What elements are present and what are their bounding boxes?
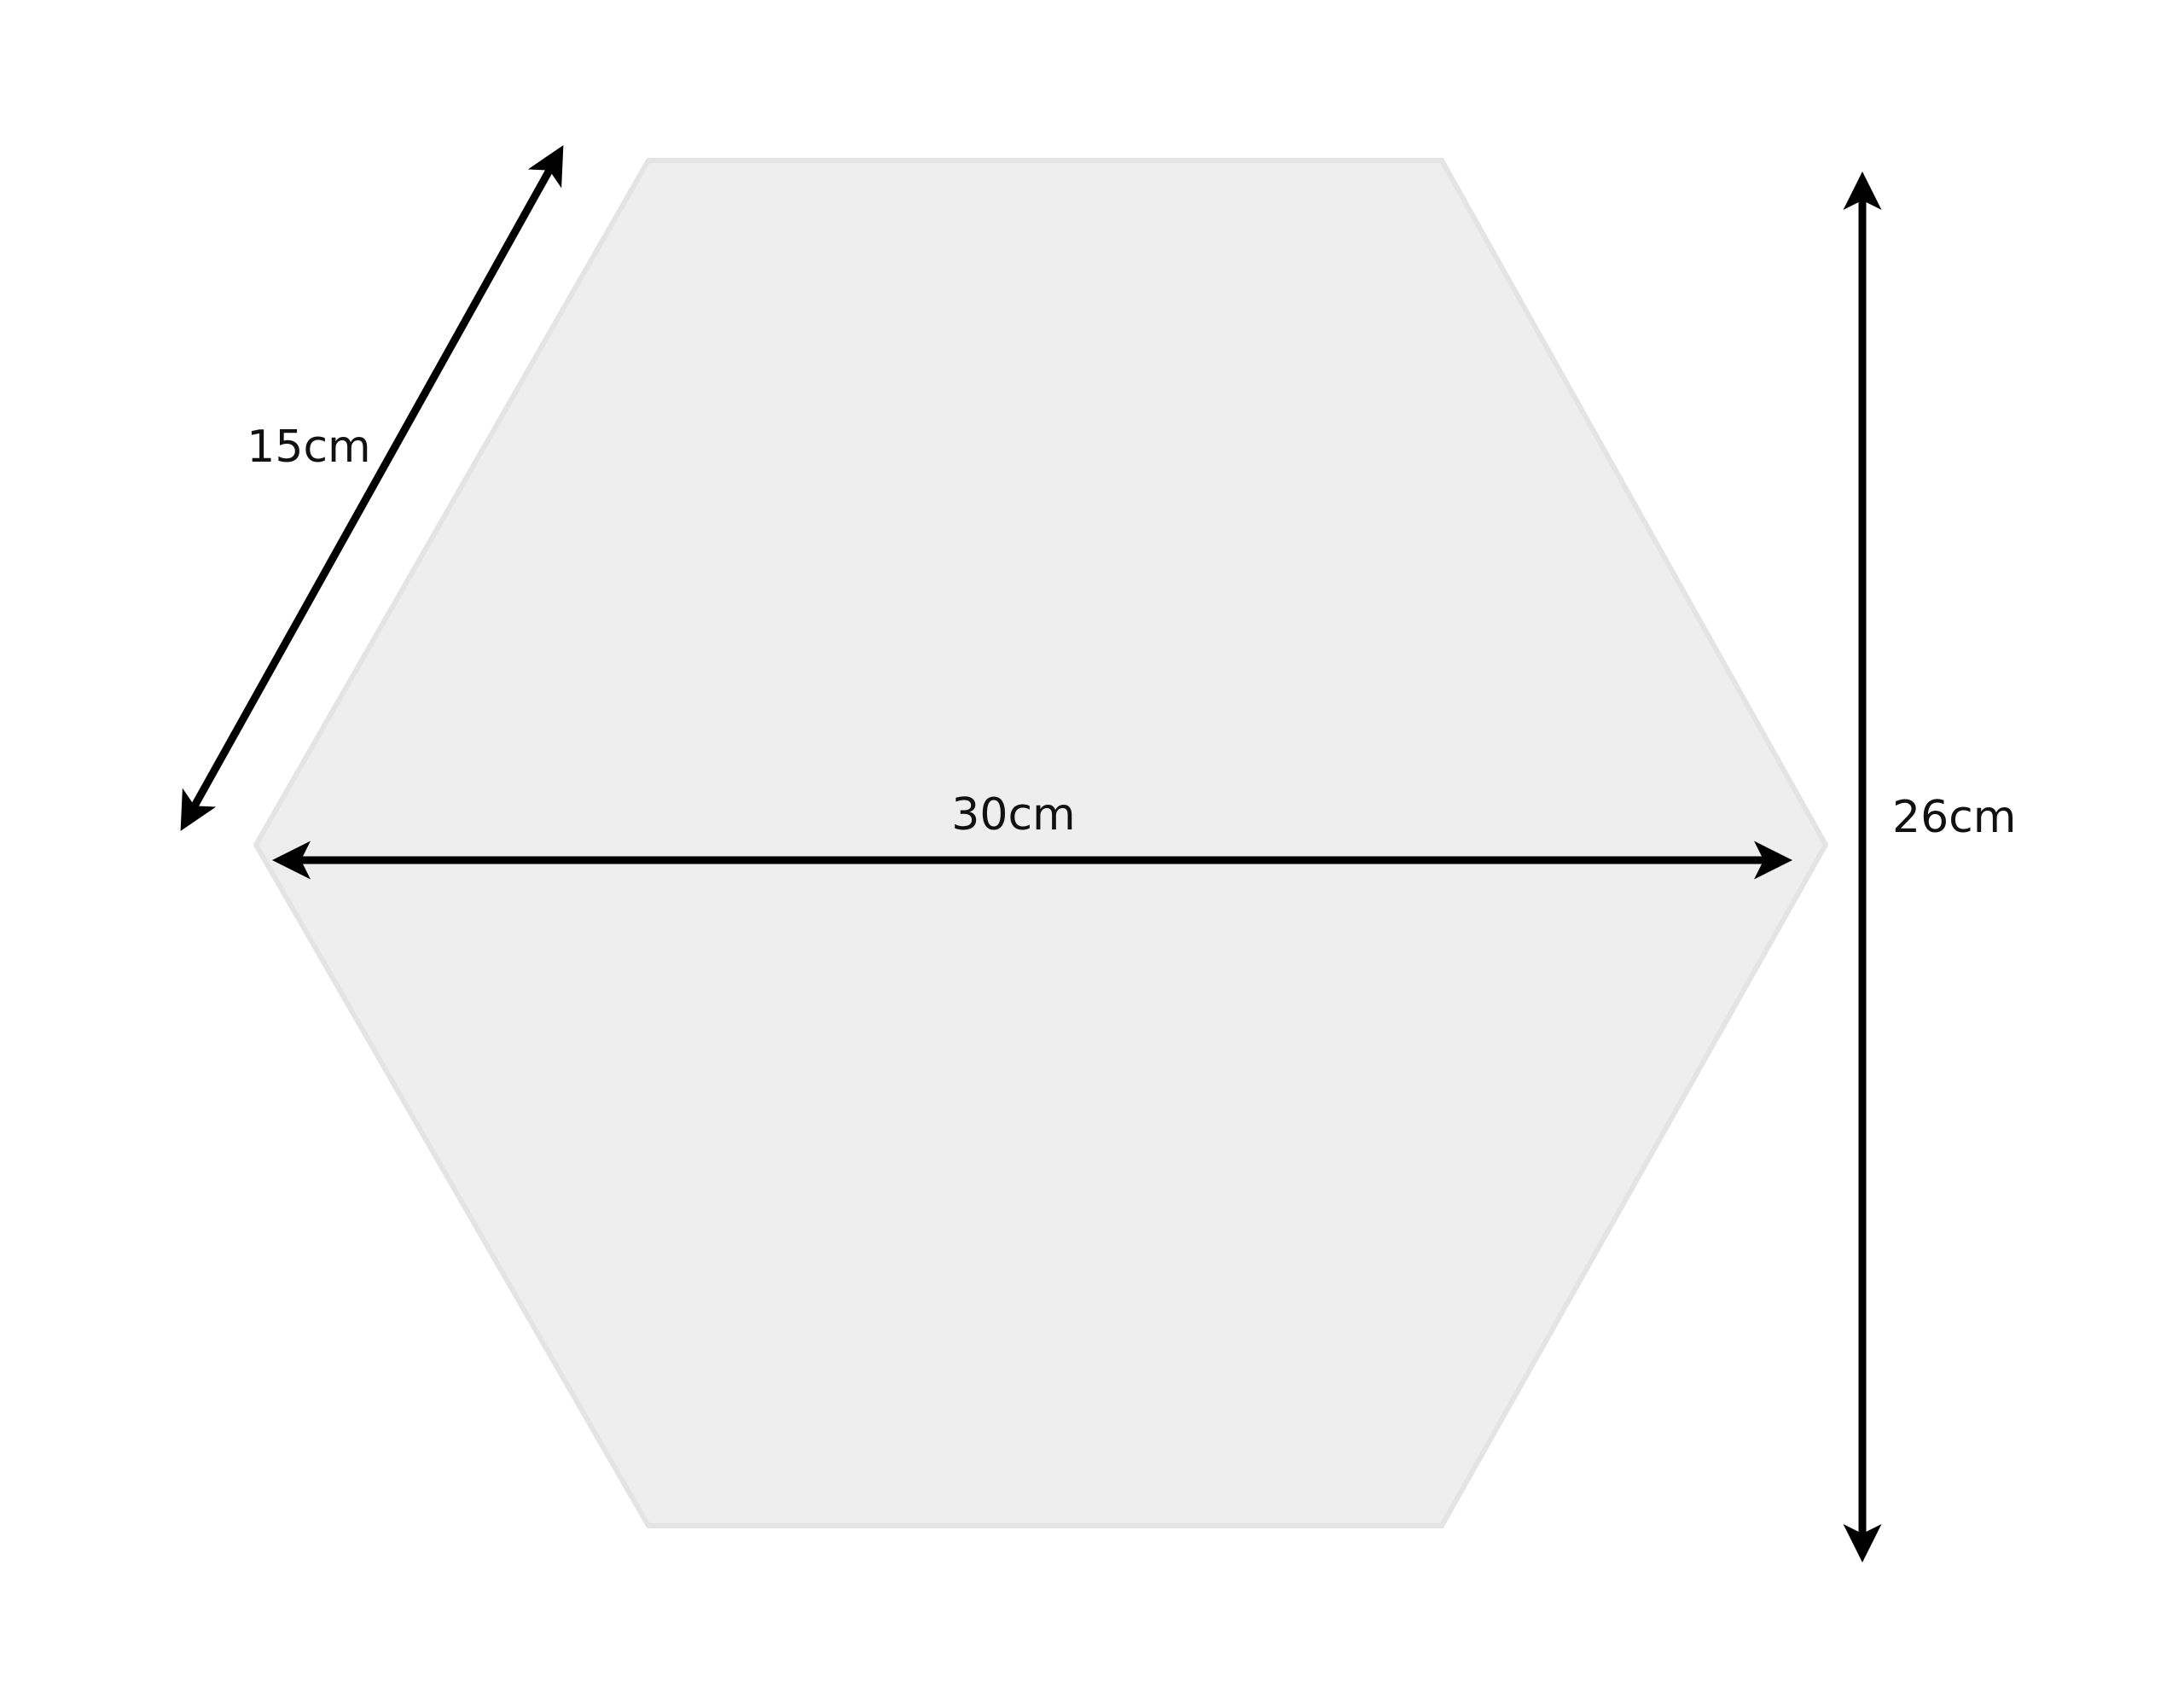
hexagon-tile [253, 158, 1828, 1528]
width-label: 30cm [951, 789, 1075, 841]
height-label: 26cm [1892, 792, 2016, 843]
side-length-label: 15cm [247, 422, 370, 473]
side-length-arrow [180, 145, 564, 831]
